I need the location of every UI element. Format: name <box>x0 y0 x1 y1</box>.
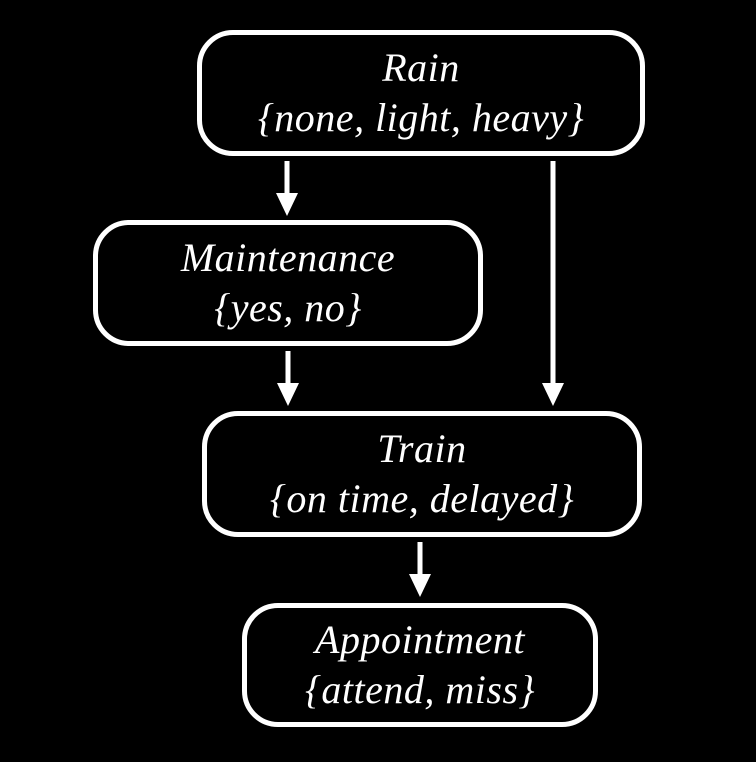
node-appointment-label: Appointment <box>315 617 525 662</box>
node-rain-values: {none, light, heavy} <box>257 95 585 140</box>
edge-maintenance-to-train-arrow <box>277 351 299 406</box>
node-appointment: Appointment {attend, miss} <box>242 603 598 727</box>
edge-rain-to-maintenance-arrow <box>276 161 298 216</box>
node-maintenance-label: Maintenance <box>180 235 396 280</box>
node-rain: Rain {none, light, heavy} <box>197 30 645 156</box>
node-rain-label: Rain <box>382 45 460 90</box>
edge-rain-to-train-arrow <box>542 161 564 406</box>
node-train: Train {on time, delayed} <box>202 411 642 537</box>
node-train-values: {on time, delayed} <box>269 476 575 521</box>
node-maintenance-values: {yes, no} <box>214 285 362 330</box>
node-maintenance: Maintenance {yes, no} <box>93 220 483 346</box>
node-train-label: Train <box>377 426 467 471</box>
node-appointment-values: {attend, miss} <box>304 667 536 712</box>
edge-train-to-appointment-arrow <box>409 542 431 597</box>
